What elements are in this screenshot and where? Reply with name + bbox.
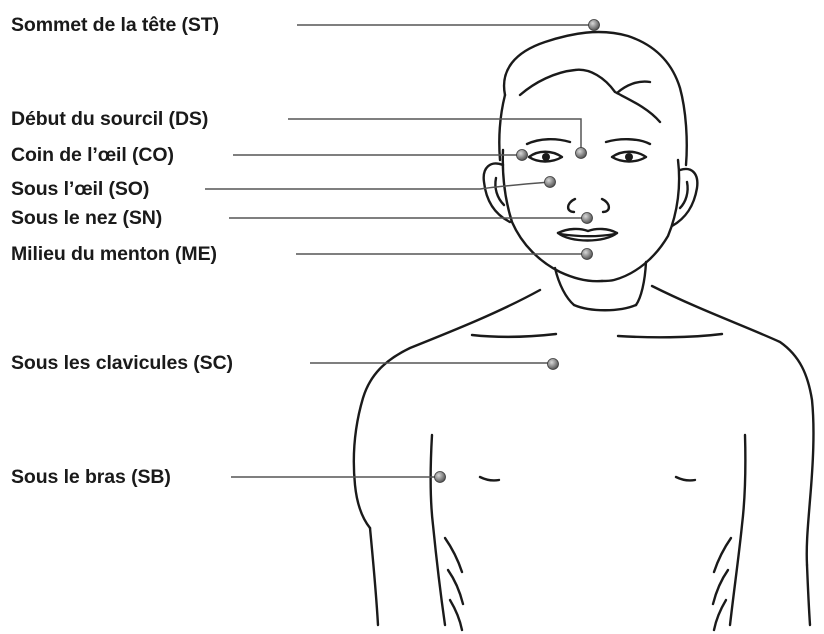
right-pupil [625,153,633,161]
label-sommet-de-la-tete: Sommet de la tête (ST) [11,14,219,36]
left-rib-1 [445,538,462,572]
left-eyebrow [527,139,570,144]
point-ds [576,148,587,159]
hair-inner-line [520,70,660,122]
right-nipple [676,477,695,480]
left-pupil [542,153,550,161]
right-eyebrow [606,139,650,144]
right-ear-inner [680,182,688,208]
right-rib-3 [714,600,726,630]
human-figure [354,32,814,630]
point-co [517,150,528,161]
left-torso-line [431,435,445,625]
right-arm-inner [807,565,810,625]
right-clavicle [618,334,722,337]
nose [568,199,609,212]
left-rib-3 [450,600,462,630]
point-sc [548,359,559,370]
right-shoulder [652,286,813,565]
right-torso-line [730,435,745,625]
right-rib-1 [714,538,731,572]
hair-outline [504,32,687,165]
label-milieu-du-menton: Milieu du menton (ME) [11,243,217,265]
leader-ds [288,119,581,151]
right-ear [672,169,697,226]
label-sous-le-bras: Sous le bras (SB) [11,466,171,488]
point-sn [582,213,593,224]
mouth-line [560,234,615,236]
point-st [589,20,600,31]
label-coin-de-l-oeil: Coin de l’œil (CO) [11,144,174,166]
hair-fringe [617,82,650,93]
neck-bottom [574,305,636,310]
point-so [545,177,556,188]
left-arm-inner [370,528,378,625]
label-sous-l-oeil: Sous l’œil (SO) [11,178,149,200]
leader-so [205,182,550,189]
left-shoulder [354,290,540,528]
left-nipple [480,477,499,480]
point-me [582,249,593,260]
label-sous-le-nez: Sous le nez (SN) [11,207,162,229]
point-sb [435,472,446,483]
label-debut-du-sourcil: Début du sourcil (DS) [11,108,208,130]
label-sous-les-clavicules: Sous les clavicules (SC) [11,352,233,374]
left-clavicle [472,334,556,337]
head-right-side [602,160,679,281]
mouth-upper [558,229,617,233]
